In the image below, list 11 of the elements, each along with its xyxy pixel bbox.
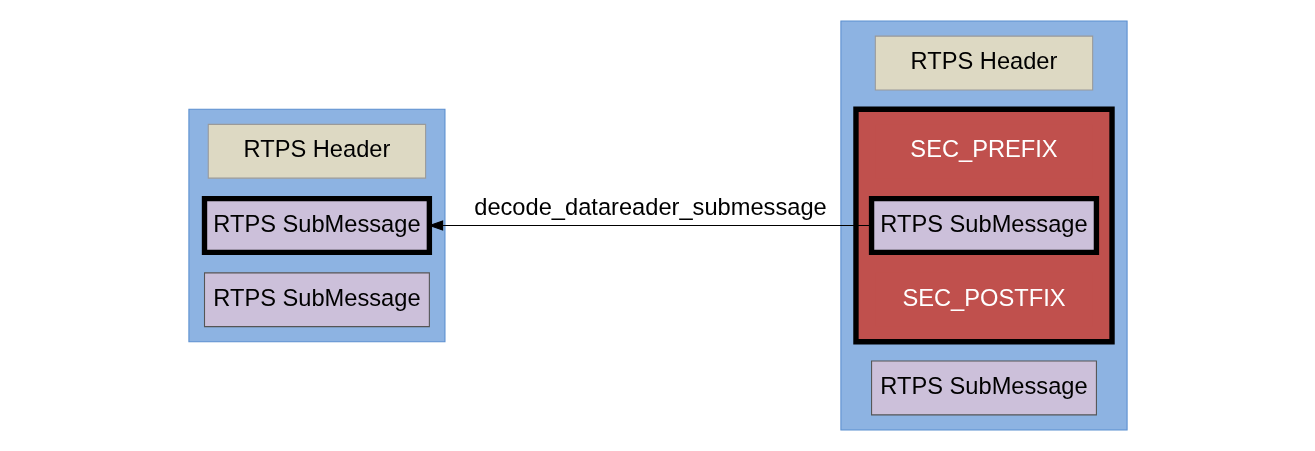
- edge-label: decode_datareader_submessage: [473, 194, 827, 221]
- node-box: RTPS SubMessage: [201, 195, 432, 256]
- node-box: RTPS Header: [874, 35, 1093, 91]
- node-box: RTPS SubMessage: [868, 195, 1099, 256]
- cluster: [839, 20, 1128, 431]
- node-box: RTPS Header: [207, 123, 426, 179]
- node-text: SEC_POSTFIX: [901, 284, 1065, 311]
- node-text: SEC_PREFIX: [909, 136, 1058, 163]
- node-box: RTPS SubMessage: [203, 272, 430, 328]
- node-box: RTPS SubMessage: [870, 360, 1097, 416]
- cluster: [852, 106, 1115, 345]
